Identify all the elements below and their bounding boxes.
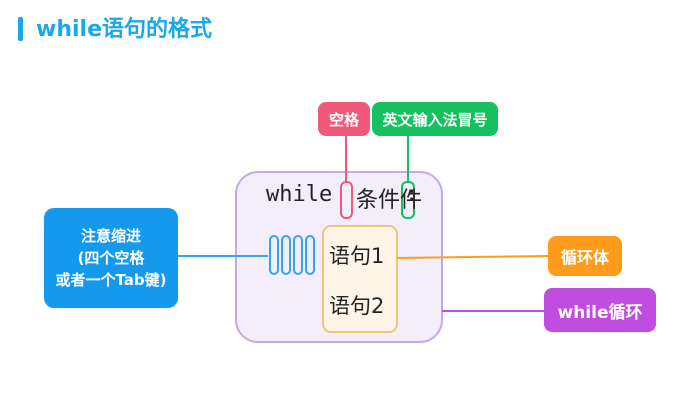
code-condition: 条件件 <box>356 188 423 213</box>
colon-label: 英文输入法冒号 <box>372 102 498 136</box>
title-accent-bar <box>18 17 23 41</box>
indent-label: 注意缩进 (四个空格 或者一个Tab键) <box>44 208 178 308</box>
code-keyword-while: while <box>266 182 333 207</box>
indent-label-line-3: 或者一个Tab键) <box>55 271 167 289</box>
statement-2: 语句2 <box>329 294 385 318</box>
indent-label-line-1: 注意缩进 <box>80 227 141 245</box>
loop-body-label: 循环体 <box>548 236 622 276</box>
indent-label-line-2: (四个空格 <box>77 249 145 267</box>
loop-body-connector <box>396 255 549 259</box>
code-colon: : <box>405 182 419 207</box>
while-loop-label: while循环 <box>544 288 656 332</box>
space-label: 空格 <box>318 102 370 136</box>
loop-body-box <box>322 225 398 333</box>
statement-1: 语句1 <box>329 244 385 268</box>
page-title: while语句的格式 <box>36 17 212 42</box>
indent-markers <box>269 235 315 275</box>
